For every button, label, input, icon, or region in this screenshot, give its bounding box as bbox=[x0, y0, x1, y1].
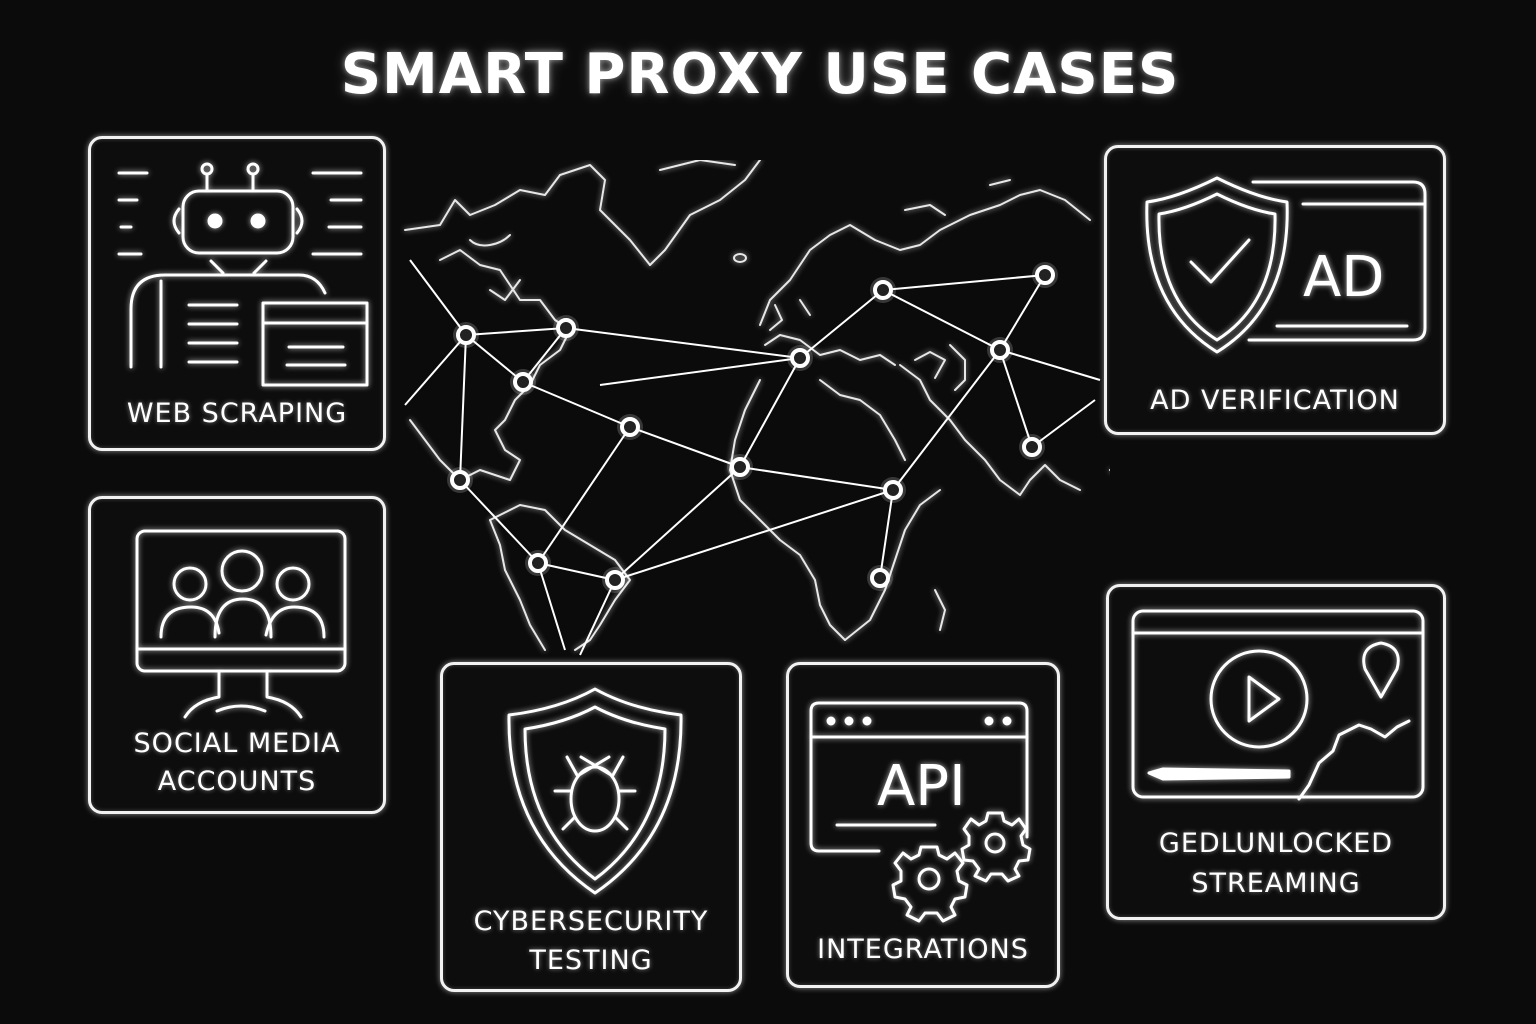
panel-label-line-2: STREAMING bbox=[1191, 868, 1361, 899]
robot-with-browser-icon bbox=[91, 139, 389, 454]
proxy-node bbox=[870, 568, 890, 588]
panel-label-line-2: ACCOUNTS bbox=[157, 766, 317, 797]
panel-web-scraping: WEB SCRAPING bbox=[88, 136, 386, 451]
panel-social-media: SOCIAL MEDIA ACCOUNTS bbox=[88, 496, 386, 814]
proxy-node bbox=[1035, 265, 1055, 285]
continent-outlines bbox=[404, 160, 1110, 651]
proxy-node bbox=[1022, 437, 1042, 457]
proxy-node bbox=[730, 457, 750, 477]
panel-geo-streaming: GEDLUNLOCKED STREAMING bbox=[1106, 584, 1446, 920]
panel-label: AD VERIFICATION bbox=[1150, 385, 1400, 416]
world-network-map bbox=[404, 160, 1110, 656]
panel-ad-verification: AD AD VERIFICATION bbox=[1104, 145, 1446, 435]
proxy-node bbox=[883, 480, 903, 500]
network-connections bbox=[404, 259, 1101, 656]
video-player-location-icon bbox=[1109, 587, 1449, 923]
proxy-node bbox=[790, 348, 810, 368]
panel-label-line-1: GEDLUNLOCKED bbox=[1158, 828, 1394, 859]
panel-label: WEB SCRAPING bbox=[126, 398, 348, 429]
monitor-users-icon bbox=[91, 499, 389, 817]
api-window-gears-icon: API bbox=[789, 665, 1063, 991]
panel-integrations: API INTEGRATIONS bbox=[786, 662, 1060, 988]
panel-label: INTEGRATIONS bbox=[817, 934, 1029, 965]
proxy-node bbox=[456, 325, 476, 345]
panel-label-line-1: CYBERSECURITY bbox=[473, 906, 709, 937]
proxy-node bbox=[528, 553, 548, 573]
proxy-node bbox=[556, 318, 576, 338]
panel-label-line-1: SOCIAL MEDIA bbox=[133, 728, 341, 759]
page-title: SMART PROXY USE CASES bbox=[340, 42, 1180, 107]
panel-cybersecurity: CYBERSECURITY TESTING bbox=[440, 662, 742, 992]
proxy-nodes bbox=[447, 262, 1058, 593]
ad-text: AD bbox=[1303, 245, 1384, 310]
shield-check-ad-icon: AD bbox=[1107, 148, 1449, 438]
proxy-node bbox=[990, 340, 1010, 360]
location-pin-icon bbox=[1364, 643, 1399, 697]
proxy-node bbox=[873, 280, 893, 300]
proxy-node bbox=[605, 570, 625, 590]
proxy-node bbox=[620, 417, 640, 437]
api-text: API bbox=[877, 754, 966, 819]
panel-label-line-2: TESTING bbox=[529, 945, 653, 976]
proxy-node bbox=[513, 372, 533, 392]
shield-bug-icon bbox=[443, 665, 745, 995]
proxy-node bbox=[450, 470, 470, 490]
